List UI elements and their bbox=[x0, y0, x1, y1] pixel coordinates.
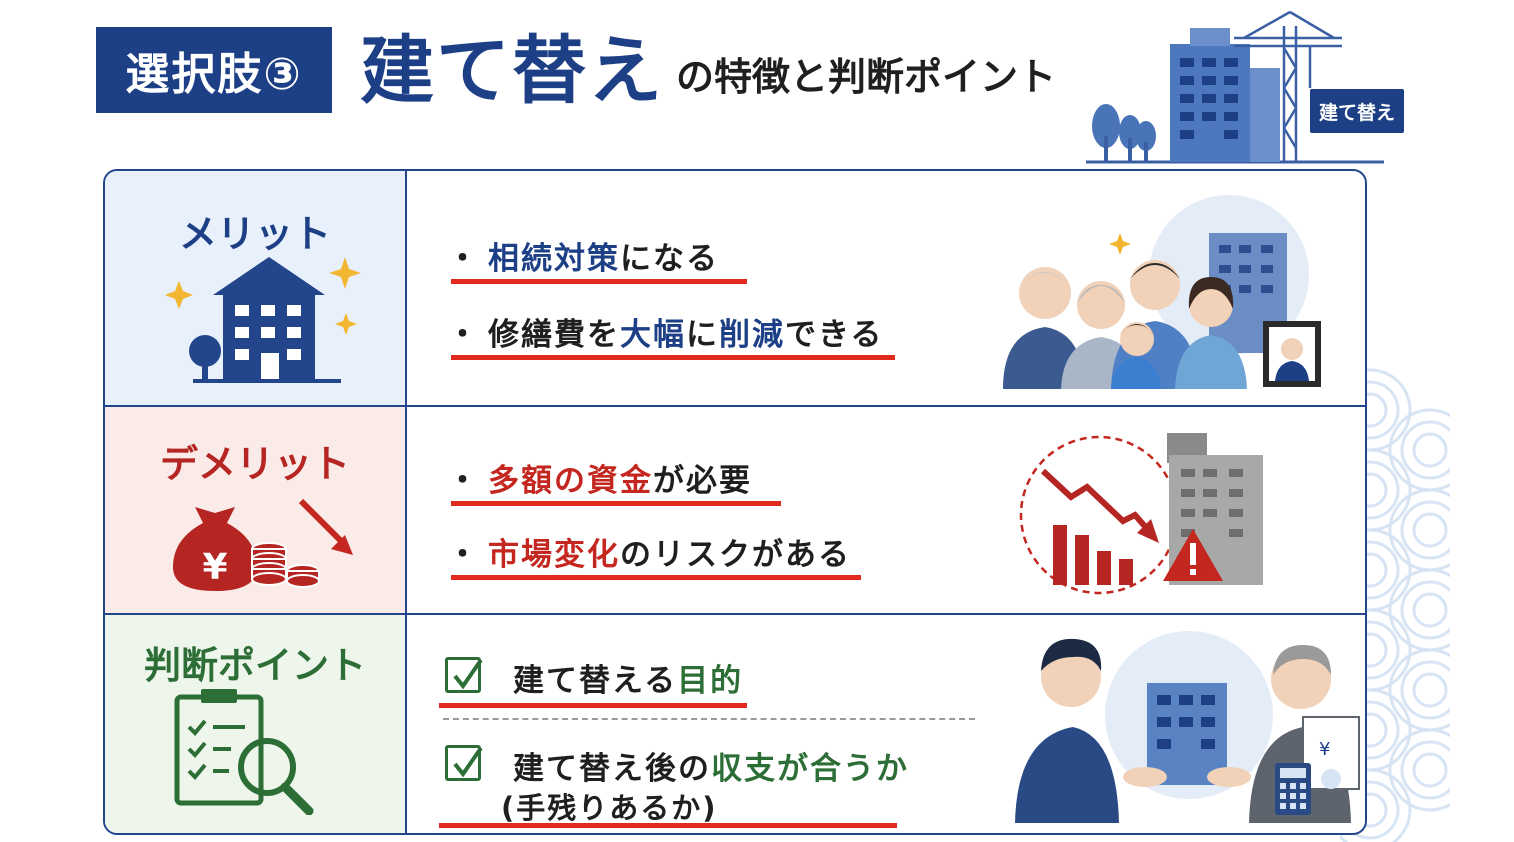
demerit-label: デメリット bbox=[159, 442, 350, 486]
coins-icon bbox=[251, 542, 320, 588]
checkbox-icon bbox=[445, 657, 483, 693]
handshake-building-icon: ¥ bbox=[1015, 631, 1360, 823]
wave-pattern-decoration bbox=[1340, 368, 1450, 842]
decision-item-1-underline bbox=[439, 703, 747, 708]
checklist-magnifier-icon bbox=[174, 689, 314, 815]
decision-item-2-underline bbox=[439, 823, 897, 828]
merit-item-1: ・相続対策になる bbox=[447, 241, 719, 277]
demerit-label-cell: デメリット ¥ bbox=[105, 407, 407, 613]
merit-label-cell: メリット bbox=[105, 171, 407, 405]
merit-item-1-underline bbox=[451, 279, 747, 284]
merit-row: メリット ・相続対策になる bbox=[105, 171, 1365, 407]
demerit-item-1: ・多額の資金が必要 bbox=[447, 463, 752, 499]
construction-crane-building-icon bbox=[1086, 10, 1384, 164]
demerit-item-1-underline bbox=[451, 501, 781, 506]
decision-item-2-note: (手残りあるか) bbox=[501, 791, 718, 825]
merit-item-2: ・修繕費を大幅に削減できる bbox=[447, 317, 884, 353]
declining-chart-warning-icon bbox=[1019, 433, 1263, 595]
decision-label: 判断ポイント bbox=[144, 644, 366, 687]
merit-item-2-underline bbox=[451, 355, 895, 360]
decision-row: 判断ポイント 建て替える目的 建て bbox=[105, 615, 1365, 833]
option-badge: 選択肢③ bbox=[96, 27, 332, 113]
decision-item-1: 建て替える目的 bbox=[513, 663, 744, 699]
merit-label: メリット bbox=[178, 212, 331, 256]
demerit-item-2-underline bbox=[451, 575, 861, 580]
demerit-item-2: ・市場変化のリスクがある bbox=[447, 537, 851, 573]
family-building-icon bbox=[1003, 195, 1321, 389]
rebuild-sign: 建て替え bbox=[1310, 89, 1404, 133]
page-subtitle: の特徴と判断ポイント bbox=[676, 55, 1057, 99]
yen-symbol-doc: ¥ bbox=[1319, 739, 1330, 760]
decision-label-cell: 判断ポイント bbox=[105, 615, 407, 833]
sparkle-icon bbox=[165, 281, 193, 309]
demerit-row: デメリット ¥ ・多額の資金が必要 ・市場変化のリスクがある bbox=[105, 407, 1365, 615]
checkbox-icon bbox=[445, 745, 483, 781]
comparison-table: メリット ・相続対策になる bbox=[103, 169, 1367, 835]
down-arrow-icon bbox=[298, 498, 350, 550]
decision-item-2: 建て替え後の収支が合うか bbox=[513, 751, 909, 787]
page-title: 建て替え bbox=[360, 28, 664, 114]
dashed-divider bbox=[443, 718, 975, 720]
building-sparkle-icon bbox=[165, 257, 361, 383]
money-bag-yen-icon: ¥ bbox=[173, 498, 353, 591]
yen-symbol: ¥ bbox=[202, 547, 227, 588]
